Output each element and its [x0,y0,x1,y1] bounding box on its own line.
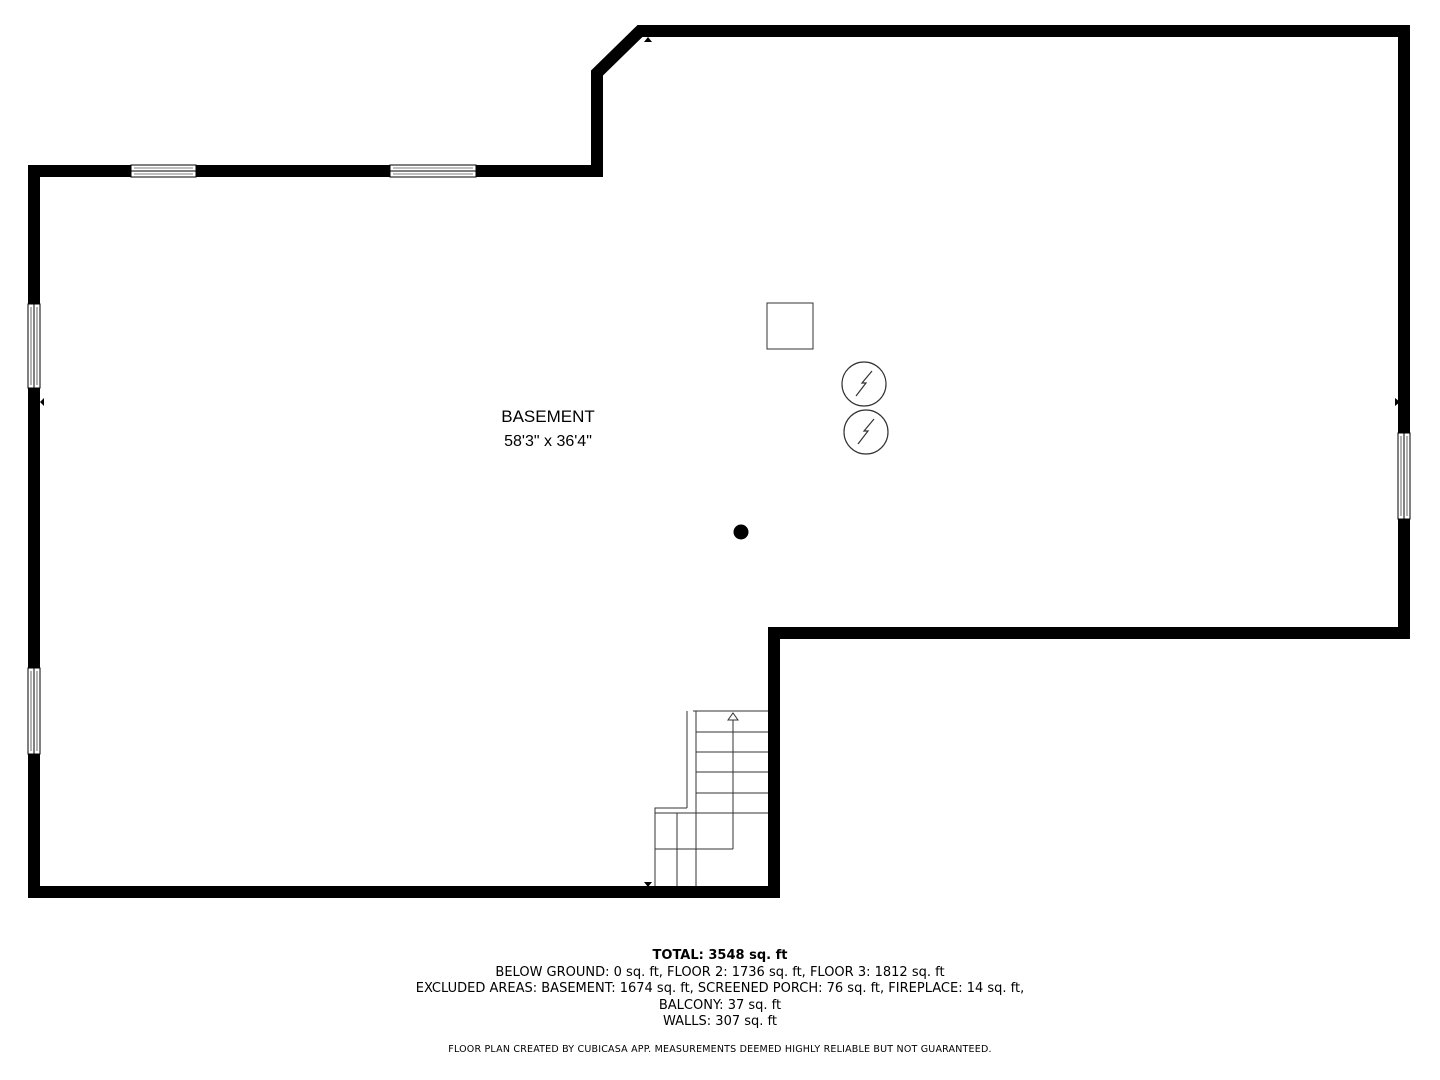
window-top-left [130,164,197,178]
disclaimer: FLOOR PLAN CREATED BY CUBICASA APP. MEAS… [448,1044,992,1055]
window-left-lower [27,667,41,755]
area-line-balcony: BALCONY: 37 sq. ft [658,997,782,1013]
area-line-excluded: EXCLUDED AREAS: BASEMENT: 1674 sq. ft, S… [415,981,1025,996]
exterior-walls [28,25,1410,898]
window-left-upper [27,303,41,389]
area-line-walls: WALLS: 307 sq. ft [663,1014,777,1029]
area-line-floors: BELOW GROUND: 0 sq. ft, FLOOR 2: 1736 sq… [495,964,945,980]
dimension-marker-right [1395,398,1400,406]
area-summary: TOTAL: 3548 sq. ft BELOW GROUND: 0 sq. f… [0,948,1440,1031]
water-heater-icon [843,409,889,455]
total-area: TOTAL: 3548 sq. ft [652,948,788,963]
room-dimensions: 58'3" x 36'4" [504,433,592,450]
dimension-marker-left [40,398,44,406]
dimension-marker-top [644,37,652,42]
support-post [733,524,749,540]
water-heater-icon [841,361,887,407]
window-top-middle [389,164,477,178]
floor-plan: BASEMENT 58'3" x 36'4" [27,25,1411,898]
dimension-marker-bottom [644,882,652,887]
room-name: BASEMENT [501,407,595,426]
staircase [654,710,768,886]
square-fixture [766,302,814,350]
window-right [1397,432,1411,520]
stair-direction-arrow-icon [727,712,739,721]
